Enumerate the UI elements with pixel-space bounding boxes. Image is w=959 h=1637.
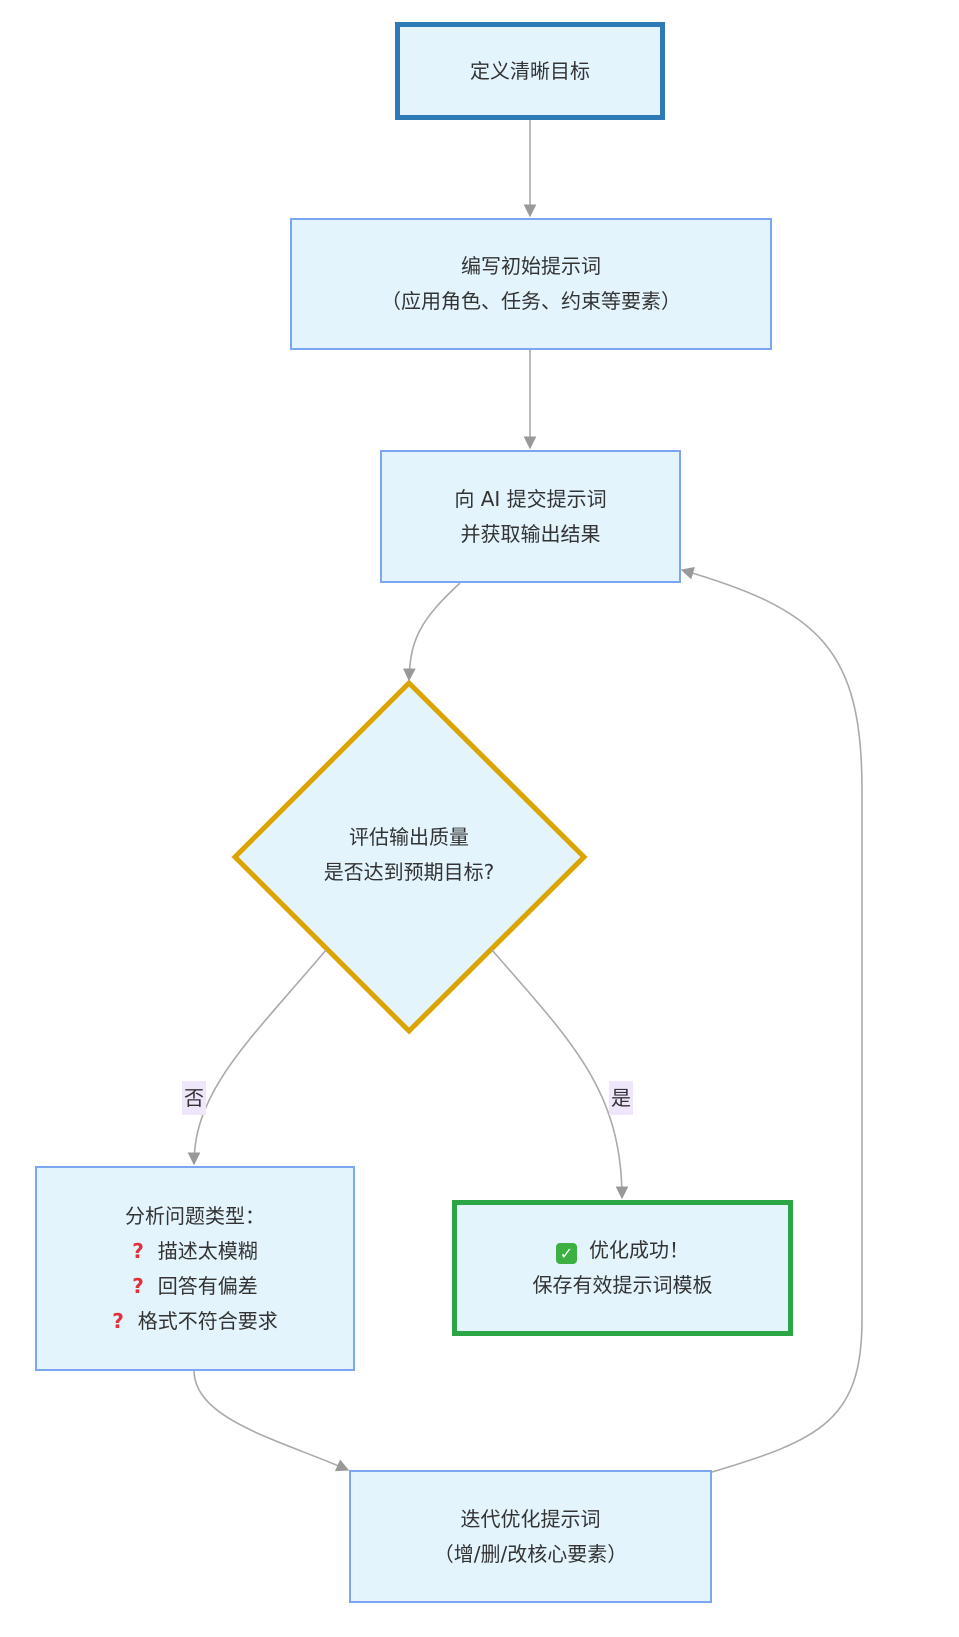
edge-evaluate-yes: [491, 949, 629, 1200]
node-text: （增/删/改核心要素）: [433, 1541, 628, 1566]
node-text: 定义清晰目标: [470, 58, 590, 83]
item-text: 回答有偏差: [157, 1273, 258, 1298]
edge-label-yes: 是: [609, 1081, 633, 1115]
edge-submit-to-evaluate: [402, 582, 461, 682]
check-box-icon: ✓: [556, 1243, 577, 1264]
decision-text: 评估输出质量 是否达到预期目标?: [233, 820, 585, 890]
node-success[interactable]: ✓ 优化成功！ 保存有效提示词模板: [452, 1200, 793, 1336]
item-text: 格式不符合要求: [137, 1308, 278, 1333]
node-text: 是否达到预期目标?: [323, 860, 495, 884]
node-text: 并获取输出结果: [460, 521, 601, 546]
node-text: 编写初始提示词: [461, 254, 601, 278]
node-text: 优化成功！: [589, 1238, 689, 1262]
node-text: （应用角色、任务、约束等要素）: [381, 289, 681, 313]
node-submit[interactable]: 向 AI 提交提示词 并获取输出结果: [380, 450, 681, 583]
question-mark-icon: ?: [112, 1308, 124, 1333]
node-text: 向 AI 提交提示词: [454, 486, 607, 511]
node-analyze[interactable]: 分析问题类型： ? 描述太模糊 ? 回答有偏差 ? 格式不符合要求: [35, 1166, 355, 1371]
node-iterate[interactable]: 迭代优化提示词 （增/删/改核心要素）: [349, 1470, 712, 1603]
node-text: 保存有效提示词模板: [532, 1273, 713, 1297]
edge-iterate-to-submit: [680, 567, 863, 1473]
node-write-prompt[interactable]: 编写初始提示词 （应用角色、任务、约束等要素）: [290, 218, 772, 350]
node-text: 迭代优化提示词: [460, 1506, 601, 1531]
item-text: 描述太模糊: [157, 1238, 258, 1263]
list-item: ? 格式不符合要求: [112, 1304, 278, 1339]
node-text: 评估输出质量: [349, 825, 469, 849]
edge-label-no: 否: [182, 1081, 206, 1115]
node-title: 分析问题类型：: [125, 1203, 265, 1228]
question-mark-icon: ?: [132, 1273, 144, 1298]
question-mark-icon: ?: [132, 1238, 144, 1263]
node-define-goal[interactable]: 定义清晰目标: [395, 22, 665, 120]
edge-analyze-to-iterate: [193, 1369, 350, 1472]
decision-diamond[interactable]: [231, 679, 588, 1035]
list-item: ? 描述太模糊: [132, 1234, 258, 1269]
list-item: ? 回答有偏差: [132, 1269, 258, 1304]
node-text-line: ✓ 优化成功！: [556, 1233, 689, 1268]
edge-evaluate-no: [187, 949, 327, 1166]
